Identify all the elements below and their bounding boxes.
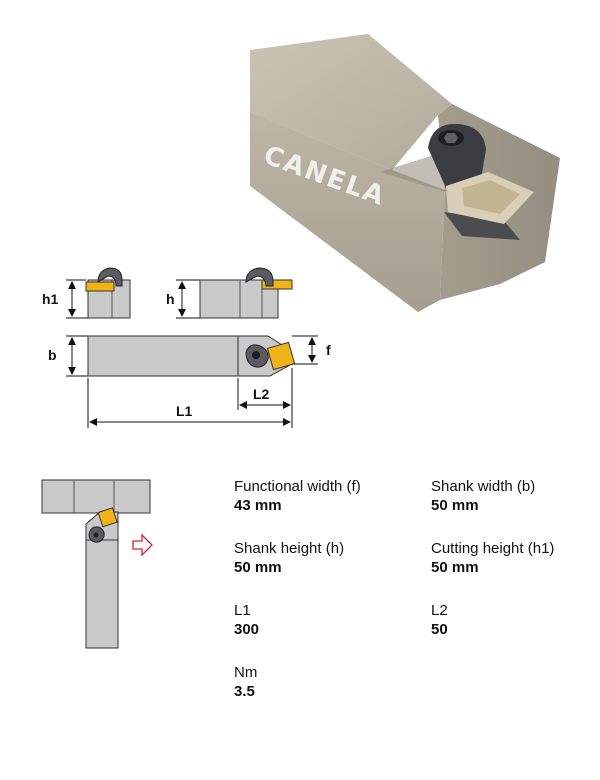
product-photo: CANELA [250,34,560,312]
end-view-1-insert [85,281,115,292]
spec-value: 43 mm [234,497,282,514]
spec-value: 50 mm [234,559,282,576]
top-view-screw-icon [252,351,260,359]
spec-label: L1 [234,602,251,619]
specifications: Functional width (f) 43 mm Shank width (… [234,478,584,728]
feed-screw-icon [93,532,99,538]
end-view-2-insert [261,279,293,290]
insert-face [462,180,520,214]
top-view-insert [266,341,296,371]
spec-shank-height: Shank height (h) 50 mm [234,540,404,577]
spec-value: 3.5 [234,683,255,700]
spec-shank-width: Shank width (b) 50 mm [431,478,600,515]
b-dim-label: b [48,347,57,363]
spec-label: L2 [431,602,448,619]
spec-label: Nm [234,664,258,681]
spec-label: Functional width (f) [234,478,361,495]
workpiece [41,479,151,514]
spec-label: Shank height (h) [234,540,345,557]
clamp-screw-hex [444,133,458,143]
end-view-h1: h1 [42,267,131,319]
l1-dim-label: L1 [176,403,193,419]
end-view-h: h [166,267,293,319]
insert-shim [444,212,520,240]
shank-top-face [250,34,452,170]
spec-value: 50 [431,621,448,638]
end-view-2-clamp-icon [245,267,274,287]
h-dim-label: h [166,291,175,307]
spec-l2: L2 50 [431,602,600,639]
f-dim-label: f [326,342,331,358]
l2-dim-label: L2 [253,386,270,402]
spec-value: 50 mm [431,497,479,514]
spec-l1: L1 300 [234,602,404,639]
feed-direction-arrow-icon [132,533,153,557]
h1-dim-label: h1 [42,291,59,307]
feed-shank [85,539,119,649]
shank-side-face [250,112,445,312]
feed-diagram [41,479,153,649]
spec-value: 50 mm [431,559,479,576]
spec-label: Shank width (b) [431,478,536,495]
top-view-shank [87,335,239,377]
spec-cutting-height: Cutting height (h1) 50 mm [431,540,600,577]
feed-insert [97,507,118,528]
end-view-1-clamp-icon [97,267,123,287]
spec-nm: Nm 3.5 [234,664,404,701]
spec-functional-width: Functional width (f) 43 mm [234,478,404,515]
top-view: b f L1 L2 [48,335,331,428]
spec-value: 300 [234,621,260,638]
spec-label: Cutting height (h1) [431,540,555,557]
